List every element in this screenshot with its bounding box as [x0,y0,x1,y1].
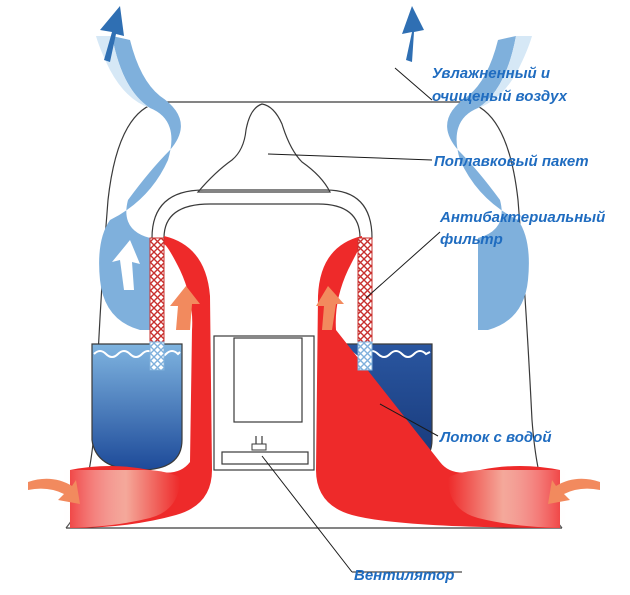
filter-right[interactable] [357,237,373,371]
label-float-pack: Поплавковый пакет [434,153,589,170]
humid-air-right [447,36,532,330]
white-flow-arrow-left-blue [112,240,140,290]
label-filter-1: Антибактериальный [439,209,605,226]
label-fan: Вентилятор [354,567,454,584]
orange-flow-arrow-right-red [316,286,344,330]
blue-outflow-arrow-right [402,6,424,62]
label-filter-2: фильтр [440,231,503,248]
blue-outflow-arrow-left [100,6,124,62]
filter-left[interactable] [149,237,165,371]
water-tray-left[interactable] [91,343,183,471]
orange-inflow-arrow-left [28,478,80,504]
orange-inflow-arrow-right [548,478,600,504]
float-pack [196,103,331,193]
humid-air-left [96,36,181,330]
warm-air-left [60,236,212,528]
label-water-tray: Лоток с водой [439,429,552,446]
warm-air-right [316,236,570,528]
arch-pipe [151,189,373,239]
label-air-out-2: очищеный воздух [432,88,568,105]
leader-lines [261,67,462,573]
orange-flow-arrow-left-red [170,286,200,330]
fan-icon[interactable] [251,436,267,451]
white-flow-arrow-right-blue [400,236,420,290]
label-air-out-1: Увлажненный и [432,65,550,82]
